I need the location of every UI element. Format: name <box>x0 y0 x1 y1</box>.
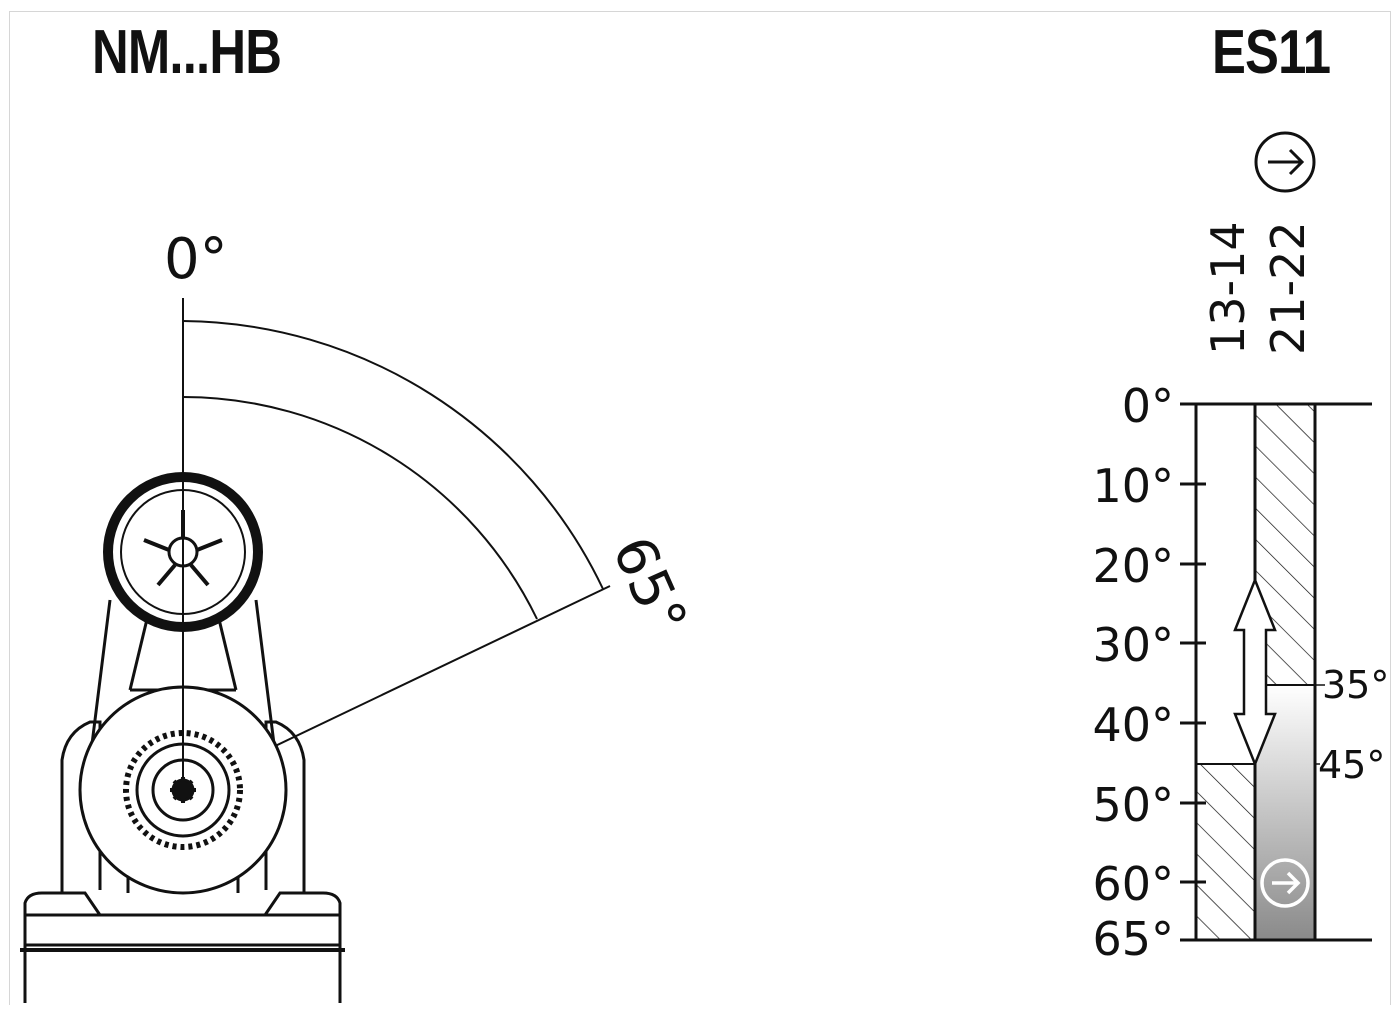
contact-label-21-22: 21-22 <box>1261 221 1315 355</box>
frame-border <box>9 11 1391 1005</box>
housing-shoulder-right <box>262 891 342 917</box>
housing-top <box>23 913 342 947</box>
lever-arm-right <box>254 599 278 761</box>
scale-ticks <box>1180 482 1206 884</box>
lever-arm-left <box>88 599 112 761</box>
scale-label-40: 40° <box>1092 698 1174 752</box>
model-title: NM...HB <box>92 18 282 87</box>
inner-travel-arc <box>182 396 538 620</box>
closing-point-label: 45° <box>1318 743 1385 787</box>
circled-arrow-icon <box>1254 131 1316 193</box>
lever-arm-inner-left <box>128 614 150 691</box>
contact-13-14-closed-zone <box>1196 764 1255 940</box>
zero-degree-label: 0° <box>164 227 228 292</box>
contact-element-title: ES11 <box>1211 18 1331 87</box>
scale-labels: 0° 10° 20° 30° 40° 50° 60° 65° <box>1092 379 1174 966</box>
housing-shoulder-left <box>23 891 103 917</box>
scale-label-20: 20° <box>1092 539 1174 593</box>
scale-label-10: 10° <box>1092 459 1174 513</box>
scale-label-0: 0° <box>1122 379 1174 433</box>
scale-label-65: 65° <box>1092 912 1174 966</box>
scale-label-60: 60° <box>1092 857 1174 911</box>
outer-travel-arc <box>182 320 604 590</box>
lever-arm-inner-right <box>216 614 238 691</box>
support-left <box>60 720 102 893</box>
support-right <box>264 720 306 893</box>
double-arrow-icon <box>1233 576 1277 768</box>
scale-label-30: 30° <box>1092 618 1174 672</box>
switching-columns <box>1180 402 1372 942</box>
opening-point-label: 35° <box>1322 663 1389 707</box>
contact-label-13-14: 13-14 <box>1201 221 1255 355</box>
sixty-five-degree-label: 65° <box>599 527 699 644</box>
positive-opening-icon <box>1260 858 1310 908</box>
scale-label-50: 50° <box>1092 778 1174 832</box>
